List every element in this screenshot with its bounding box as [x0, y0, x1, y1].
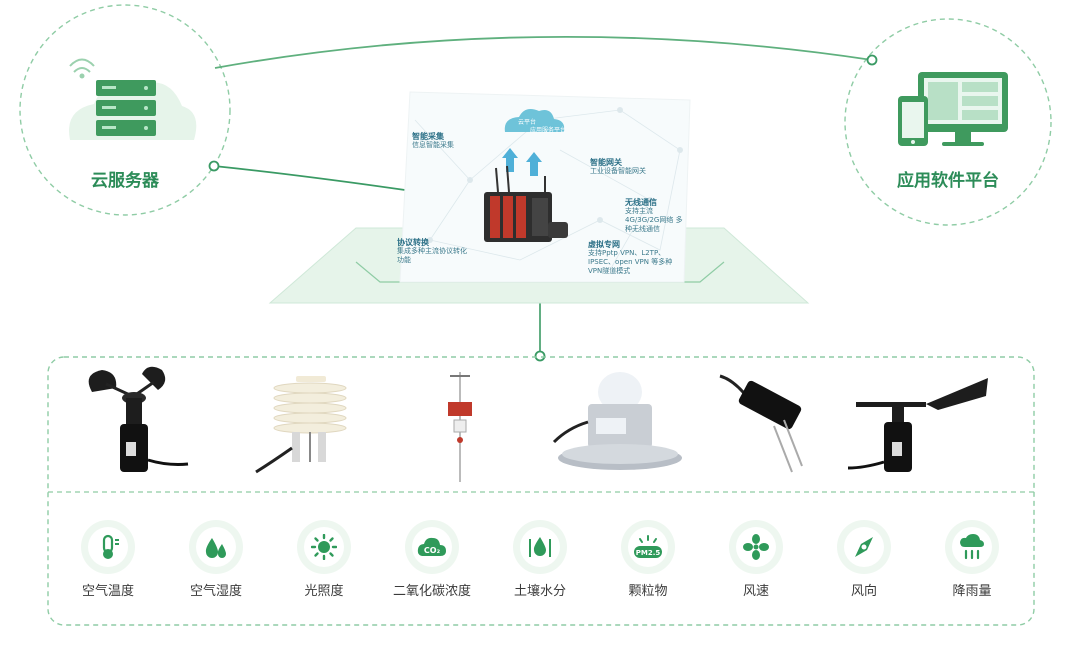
- feature-item: 智能采集信息智能采集: [412, 132, 454, 149]
- gateway-cloud-text: 云平台: [518, 119, 537, 126]
- param-soil-moisture: 土壤水分: [496, 520, 584, 599]
- upload-arrows: [502, 148, 542, 176]
- router-device: [484, 165, 568, 242]
- param-label: 降雨量: [952, 584, 992, 599]
- sun-icon: [311, 534, 337, 560]
- anemometer-cup-sensor: [88, 366, 189, 472]
- monitor-phone-icon: [898, 72, 1008, 146]
- feature-item: 智能网关工业设备智能网关: [590, 158, 646, 175]
- param-label: 土壤水分: [513, 584, 566, 599]
- param-air-temperature: 空气温度: [64, 520, 152, 599]
- soil-moisture-icon: [529, 537, 551, 557]
- param-label: 空气湿度: [189, 584, 242, 599]
- param-wind-direction: 风向: [820, 520, 908, 599]
- param-illuminance: 光照度: [280, 520, 368, 599]
- rain-icon: [960, 534, 984, 560]
- radiation-sensor: [552, 372, 682, 470]
- pm25-icon-text: PM2.5: [636, 549, 661, 557]
- param-label: 颗粒物: [628, 584, 668, 599]
- fan-icon: [743, 534, 769, 560]
- compass-icon: [855, 537, 873, 557]
- param-label: 风向: [850, 584, 877, 599]
- feature-item: 无线通信支持主流4G/3G/2G网络 多种无线通信: [625, 198, 683, 233]
- humidity-drops-icon: [205, 538, 226, 558]
- pm25-icon: PM2.5: [634, 535, 662, 558]
- soil-probe-sensor: [719, 374, 803, 473]
- connector-dot: [208, 160, 220, 172]
- sensor-row: [48, 362, 1034, 492]
- param-label: 二氧化碳浓度: [392, 584, 471, 599]
- wind-vane-sensor: [848, 378, 988, 472]
- app-platform-label: 应用软件平台: [897, 171, 999, 191]
- server-to-gateway-line: [213, 165, 406, 191]
- param-label: 光照度: [304, 584, 344, 599]
- gateway-cloud-sub: 应用服务平台: [530, 127, 567, 134]
- server-to-platform-line: [214, 35, 873, 69]
- louver-box-sensor: [255, 376, 347, 474]
- param-particulate: PM2.5 颗粒物: [604, 520, 692, 599]
- param-wind-speed: 风速: [712, 520, 800, 599]
- co2-cloud-icon: CO₂: [417, 537, 446, 556]
- cloud-server-label: 云服务器: [91, 171, 159, 191]
- weather-pole-sensor: [448, 372, 472, 482]
- connector-dot: [866, 54, 878, 66]
- gateway-cloud: [504, 109, 565, 132]
- param-co2: CO₂ 二氧化碳浓度: [388, 520, 476, 599]
- connector-dot: [534, 350, 546, 362]
- sensor-frame: [47, 356, 1035, 626]
- app-platform-circle: [844, 18, 1052, 226]
- param-air-humidity: 空气湿度: [172, 520, 260, 599]
- thermometer-icon: [102, 534, 119, 559]
- cloud-server-circle: [19, 4, 231, 216]
- co2-icon-text: CO₂: [424, 546, 441, 555]
- param-rainfall: 降雨量: [928, 520, 1016, 599]
- feature-item: 虚拟专网支持Pptp VPN、L2TP、IPSEC、open VPN 等多种VP…: [588, 240, 673, 275]
- feature-item: 协议转换集成多种主流协议转化功能: [397, 238, 467, 264]
- param-label: 空气温度: [81, 584, 134, 599]
- server-cloud-icon: [69, 58, 197, 140]
- param-label: 风速: [742, 584, 769, 599]
